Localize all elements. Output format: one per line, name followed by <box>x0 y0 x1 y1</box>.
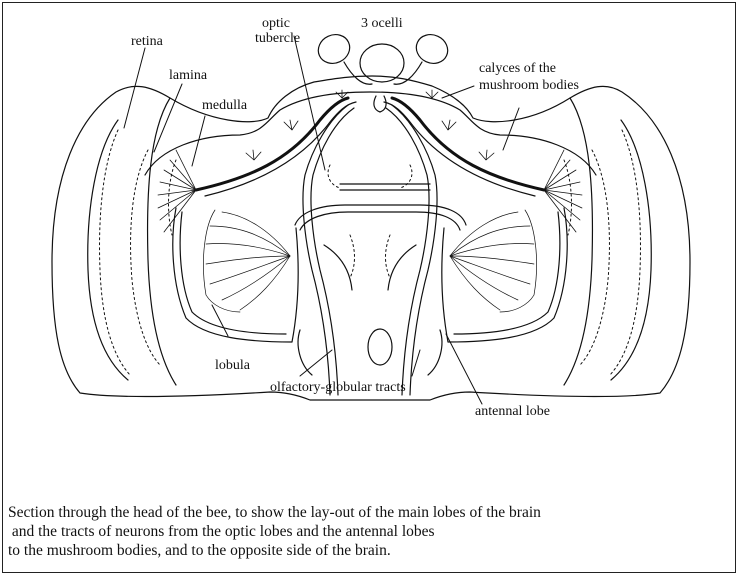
medulla-dots-right <box>564 160 571 235</box>
antennal-lobe-right <box>428 330 442 375</box>
optic-tubercle-label-line2: tubercle <box>255 31 300 46</box>
calyces-label-line1: calyces of the <box>479 61 556 76</box>
medulla-dots-left <box>169 160 176 235</box>
caption-line-1: Section through the head of the bee, to … <box>8 503 736 522</box>
leader-lines <box>124 36 519 404</box>
calyces-label-line2: mushroom bodies <box>479 78 579 93</box>
retina-label: retina <box>131 34 163 49</box>
figure-caption: Section through the head of the bee, to … <box>8 503 736 560</box>
lobula-fibers-right <box>450 210 537 312</box>
antennal-lobe-label: antennal lobe <box>475 404 550 419</box>
ocelli-label: 3 ocelli <box>361 16 403 31</box>
lobula-fibers-left <box>203 210 290 312</box>
medulla-label: medulla <box>202 98 247 113</box>
medulla-fibers-right <box>544 150 582 232</box>
caption-line-2: and the tracts of neurons from the optic… <box>8 522 736 541</box>
retina-right <box>611 120 651 380</box>
medulla-fibers-left <box>158 150 196 232</box>
left-ocellus <box>314 30 355 69</box>
right-ocellus <box>412 30 453 69</box>
lobula-label: lobula <box>215 358 250 373</box>
optic-tubercle-label-line1: optic <box>262 16 290 31</box>
oesophagus <box>368 329 392 365</box>
lamina-label: lamina <box>169 68 207 83</box>
calyx-tufts <box>246 90 494 160</box>
olfactory-globular-tracts <box>303 105 437 395</box>
caption-line-3: to the mushroom bodies, and to the oppos… <box>8 541 736 560</box>
olfactory-globular-tracts-label: olfactory-globular tracts <box>270 380 406 395</box>
